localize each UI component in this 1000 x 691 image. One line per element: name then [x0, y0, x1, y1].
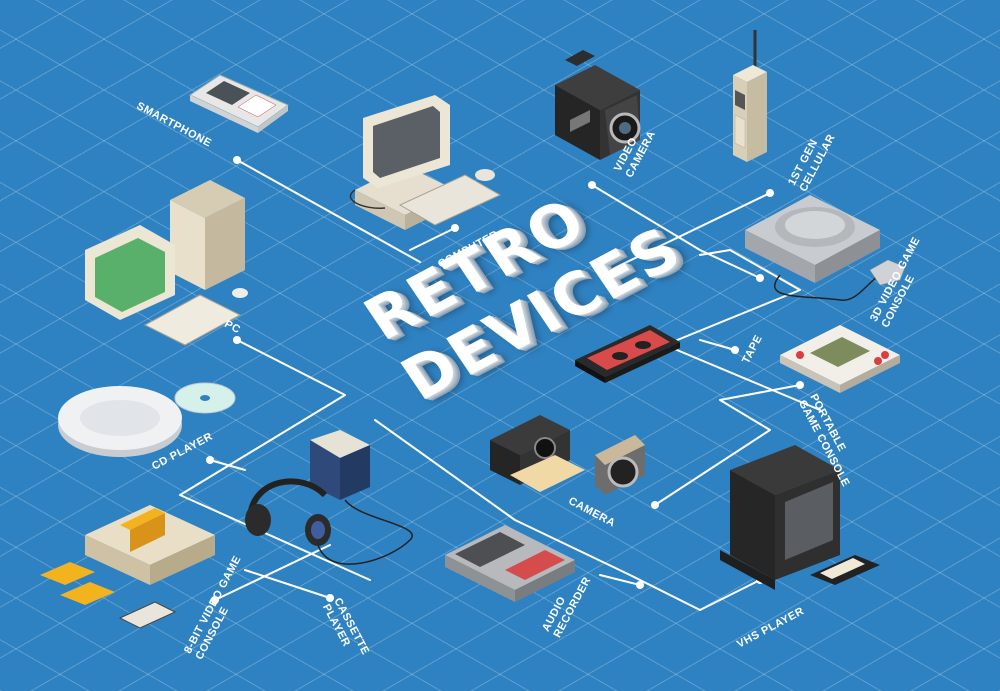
audio-recorder-icon [445, 525, 575, 602]
connector-cd [209, 459, 246, 471]
dot-audio [636, 581, 644, 589]
dot-pc [233, 336, 241, 344]
dot-smartphone [233, 156, 241, 164]
cellular-phone-icon [733, 30, 767, 162]
camera-icon [490, 415, 645, 495]
connector-computer [409, 227, 456, 251]
dot-computer [451, 224, 459, 232]
connector-8bit [214, 544, 331, 601]
8bit-console-icon [40, 505, 215, 629]
3d-console-icon [745, 195, 906, 301]
dot-8bit [211, 596, 219, 604]
connector-center [374, 419, 701, 611]
connector-cassette [244, 569, 331, 599]
connector-cellular [599, 192, 771, 276]
dot-portable [796, 381, 804, 389]
connector-vhs [699, 579, 761, 611]
connector-lines [179, 159, 821, 611]
smartphone-icon [188, 74, 289, 133]
connector-tape [699, 339, 736, 351]
tape-icon [575, 325, 680, 383]
computer-icon [349, 95, 502, 230]
dot-video-camera [588, 181, 596, 189]
dot-cassette [326, 594, 334, 602]
pc-icon [85, 180, 248, 346]
connector-portable [654, 384, 801, 506]
dot-camera [651, 501, 659, 509]
vhs-player-icon [720, 445, 880, 590]
connector-pc [179, 339, 371, 581]
dot-cellular [766, 189, 774, 197]
connector-audio [599, 574, 641, 586]
connector-3d-console [664, 249, 821, 411]
cassette-player-icon [245, 430, 413, 565]
connector-dots [206, 156, 804, 604]
connector-smartphone [236, 159, 421, 263]
cd-player-icon [58, 382, 236, 457]
video-camera-icon [555, 50, 641, 160]
dot-3d-console [756, 274, 764, 282]
dot-tape [731, 346, 739, 354]
connector-video-camera [591, 184, 761, 279]
portable-console-icon [780, 325, 900, 393]
dot-cd [206, 456, 214, 464]
